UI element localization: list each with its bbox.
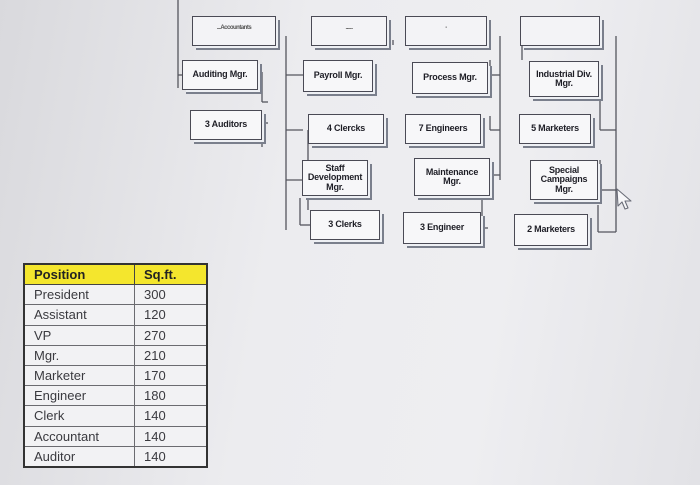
org-box-7-engineers: 7 Engineers [405,114,481,144]
org-box-top-2: ...... [311,16,387,46]
cell-sqft: 210 [134,344,208,366]
header-sqft: Sq.ft. [134,263,208,286]
org-box-label: 3 Auditors [204,119,248,130]
table-row: Mgr. 210 [23,344,208,366]
cell-sqft: 120 [134,304,208,326]
org-box-label: ...Accountants [216,24,252,31]
org-box-top-4 [520,16,600,46]
org-box-label: ...... [345,24,353,31]
org-box-3-auditors: 3 Auditors [190,110,262,140]
org-box-label: 2 Marketers [527,224,575,235]
cell-position: Clerk [23,405,135,427]
cell-position: Accountant [23,425,135,447]
cell-sqft: 140 [134,405,208,427]
table-row: Clerk 140 [23,405,208,427]
org-box-4-clercks: 4 Clercks [308,114,384,144]
org-box-industrial-div-mgr: Industrial Div. Mgr. [529,61,599,97]
org-box-process-mgr: Process Mgr. [412,62,488,94]
org-box-auditing-mgr: Auditing Mgr. [182,60,258,90]
cell-sqft: 300 [134,284,208,306]
cell-position: President [23,284,135,306]
cell-position: Marketer [23,364,135,387]
org-box-5-marketers: 5 Marketers [519,114,591,144]
cell-sqft: 180 [134,385,208,407]
cell-position: Assistant [23,304,135,326]
cell-sqft: 140 [134,445,208,468]
org-box-label: Process Mgr. [423,72,477,83]
org-box-maintenance-mgr: Maintenance Mgr. [414,158,490,196]
cell-position: Engineer [23,385,135,407]
table-row: President 300 [23,284,208,306]
org-box-label: - [445,24,447,31]
position-sqft-table: Position Sq.ft. President 300 Assistant … [23,263,208,468]
table-row: Engineer 180 [23,385,208,407]
table-row: Auditor 140 [23,445,208,468]
table-row: VP 270 [23,324,208,346]
org-box-label: Auditing Mgr. [192,69,248,80]
org-box-label: Maintenance Mgr. [425,166,479,186]
table-row: Assistant 120 [23,304,208,326]
cell-position: Mgr. [23,344,135,366]
cell-sqft: 170 [134,364,208,387]
org-box-top-3: - [405,16,487,46]
org-box-3-clerks: 3 Clerks [310,210,380,240]
org-box-label: 3 Engineer [419,222,464,233]
table-row: Marketer 170 [23,364,208,387]
org-box-3-engineer: 3 Engineer [403,212,481,244]
org-box-label: Staff Development Mgr. [307,162,363,192]
org-box-label: Special Campaigns Mgr. [540,164,588,194]
org-box-label: 7 Engineers [418,123,468,134]
org-box-top-accountants: ...Accountants [192,16,276,46]
cell-position: VP [23,324,135,346]
cell-position: Auditor [23,445,135,468]
org-box-label: 4 Clercks [326,123,366,134]
org-box-label: Payroll Mgr. [313,70,363,81]
org-box-label: 5 Marketers [531,123,579,134]
cell-sqft: 140 [134,425,208,447]
org-box-payroll-mgr: Payroll Mgr. [303,60,373,92]
mouse-pointer-icon [616,188,632,210]
org-box-special-campaigns-mgr: Special Campaigns Mgr. [530,160,598,200]
org-box-staff-development-mgr: Staff Development Mgr. [302,160,368,196]
table-header-row: Position Sq.ft. [23,263,208,286]
org-box-label: Industrial Div. Mgr. [536,68,592,88]
table-row: Accountant 140 [23,425,208,447]
cell-sqft: 270 [134,324,208,346]
header-position: Position [23,263,135,286]
org-box-2-marketers: 2 Marketers [514,214,588,246]
org-box-label: 3 Clerks [328,219,362,230]
